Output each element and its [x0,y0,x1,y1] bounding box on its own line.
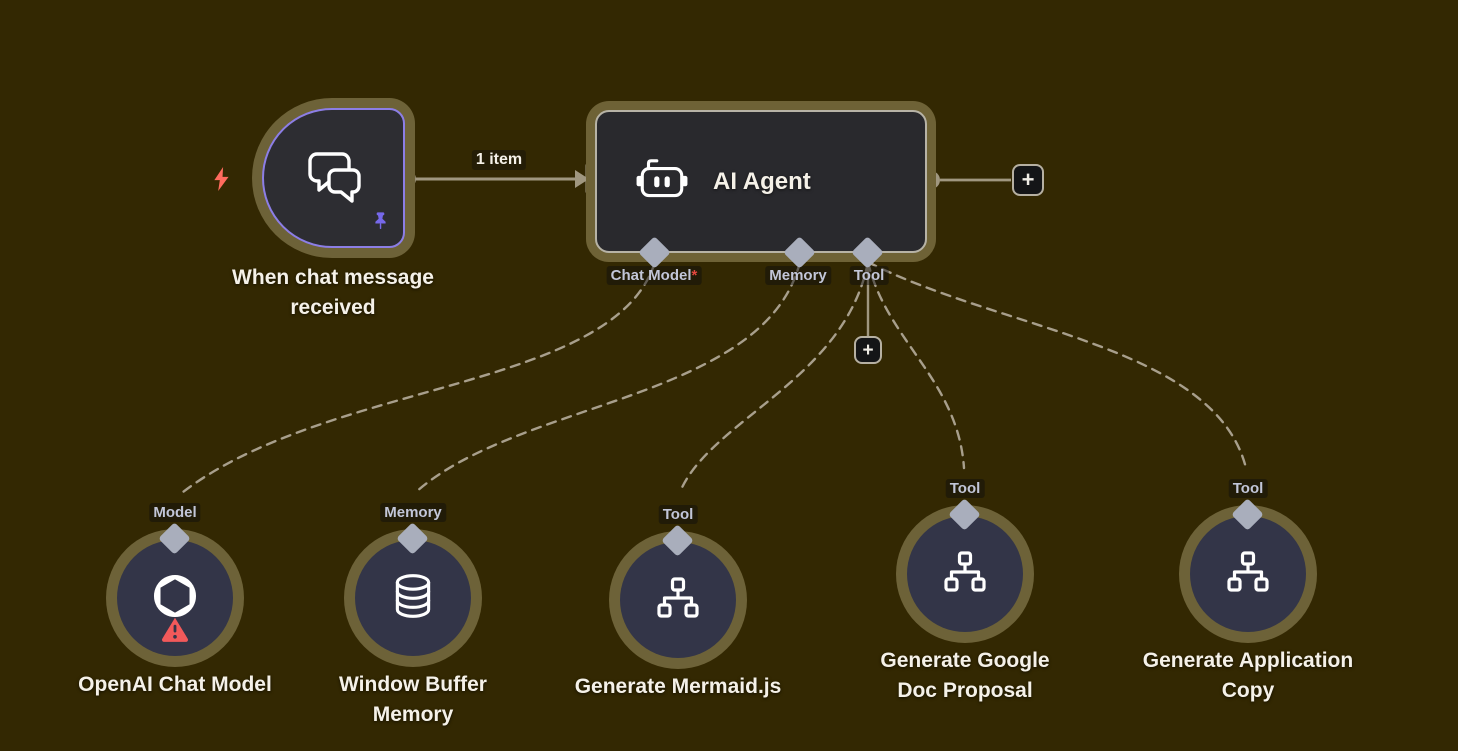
subnode-port-label: Tool [1228,479,1268,498]
node-body[interactable] [355,540,471,656]
agent-port-label-memory: Memory [765,266,831,285]
connection-memory-to-windowbuffer[interactable] [414,260,802,494]
sitemap-icon [654,574,702,627]
required-asterisk: * [691,267,698,284]
node-body[interactable] [1190,516,1306,632]
node-when-chat-message-received[interactable] [262,108,405,248]
subnode-title: Generate Google Doc Proposal [880,649,1050,702]
zap-icon [213,167,231,196]
add-node-button[interactable]: + [1012,164,1044,196]
chat-icon [304,148,364,209]
sitemap-icon [941,548,989,601]
subnode-title: OpenAI Chat Model [78,673,272,696]
connection-arrowhead [575,170,589,188]
subnode-title: Window Buffer Memory [339,673,487,726]
node-body[interactable] [620,542,736,658]
connection-tool-to-googledoc[interactable] [866,260,966,470]
subnode-port-label: Tool [945,479,985,498]
add-tool-button[interactable]: + [854,336,882,364]
database-icon [388,571,438,626]
connection-tool-to-mermaid[interactable] [678,260,870,494]
subnode-title: Generate Mermaid.js [574,675,782,698]
warning-icon [161,616,189,647]
robot-icon [635,156,689,207]
agent-node-title: AI Agent [713,167,811,195]
agent-port-label-tool: Tool [849,266,889,285]
subnode-port-label: Memory [380,503,446,522]
connection-items-badge: 1 item [471,150,527,170]
subnode-port-label: Model [149,503,201,522]
agent-port-label-chat-model: Chat Model* [606,266,702,285]
node-ai-agent[interactable]: AI Agent [595,110,927,253]
pin-icon [372,210,389,236]
node-body[interactable] [907,516,1023,632]
sitemap-icon [1224,548,1272,601]
subnode-port-label: Tool [658,505,698,524]
openai-icon [149,570,201,627]
subnode-title: Generate Application Copy [1142,649,1354,702]
connection-tool-to-applicationcopy[interactable] [866,260,1248,470]
agent-input-port[interactable] [585,163,593,194]
trigger-node-title: When chat message received [232,266,434,319]
node-body[interactable] [117,540,233,656]
